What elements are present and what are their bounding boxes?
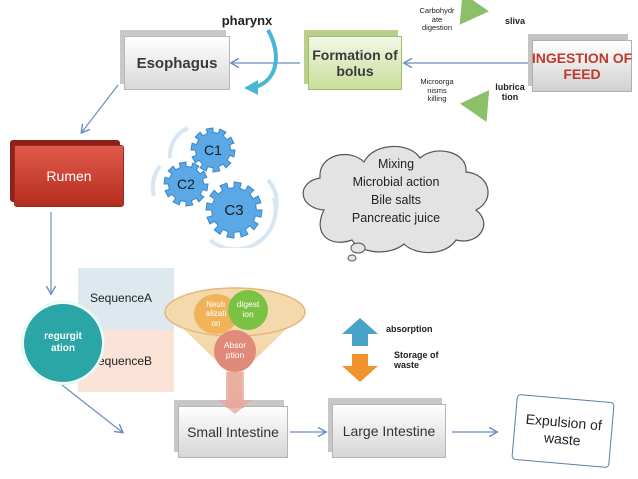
pharynx-label: pharynx	[221, 13, 273, 28]
rumen-label: Rumen	[46, 168, 92, 184]
large-intestine-label: Large Intestine	[342, 423, 436, 439]
cloud-shape	[302, 145, 489, 262]
esophagus-box: Esophagus	[124, 36, 230, 90]
cloud-line-pancreatic: Pancreatic juice	[351, 211, 441, 225]
funnel-circle-digestion: digest ion	[228, 290, 268, 330]
large-intestine-box: Large Intestine	[332, 404, 446, 458]
absorption-label: absorption	[386, 324, 433, 334]
arrow-esophagus-rumen	[82, 84, 119, 132]
storage-down-arrow	[342, 354, 378, 382]
gear-label-1: C1	[204, 142, 222, 158]
small-intestine-label: Small Intestine	[187, 424, 279, 440]
expulsion-box: Expulsion of waste	[511, 393, 615, 469]
gear-label-3: C3	[224, 202, 243, 219]
cloud-line-bile: Bile salts	[370, 193, 422, 207]
green-arrow-top	[459, 0, 489, 25]
sequence-b-label: SequenceB	[90, 354, 153, 368]
absorption-up-arrow	[342, 318, 378, 346]
gear-arc	[167, 126, 189, 159]
lubrication-label: lubrica tion	[495, 82, 525, 103]
gear-3	[205, 181, 263, 239]
carbohydrate-label: Carbohydr ate digestion	[419, 6, 455, 33]
funnel-label-digestion: digest ion	[236, 299, 260, 319]
funnel-label-neutralization: Neutr alizati on	[205, 300, 227, 328]
regurgitation-label: regurgit ation	[44, 331, 82, 354]
gear-arc	[266, 178, 279, 211]
green-arrow-bottom	[460, 90, 490, 122]
ingestion-label: INGESTION OF FEED	[531, 49, 633, 82]
microorganisms-label: Microorga nisms killing	[420, 77, 454, 104]
ingestion-box: INGESTION OF FEED	[532, 40, 632, 92]
storage-label: Storage of waste	[394, 350, 439, 371]
cloud-line-mixing: Mixing	[377, 157, 415, 171]
gear-arc	[150, 164, 162, 197]
sliva-label: sliva	[504, 16, 526, 26]
small-intestine-box: Small Intestine	[178, 406, 288, 458]
gear-arc	[208, 197, 278, 248]
funnel-label-absorption: Absor ption	[223, 340, 247, 360]
gear-label-2: C2	[177, 176, 195, 192]
expulsion-label: Expulsion of waste	[525, 410, 603, 449]
gear-2	[163, 161, 209, 207]
pharynx-curve-arrow	[251, 29, 278, 90]
regurgitation-circle: regurgit ation	[22, 302, 104, 384]
updown-arrows	[342, 318, 378, 382]
arrow-regurgitation-small	[61, 384, 122, 432]
funnel-circle-absorption: Absor ption	[214, 330, 256, 372]
cloud-text: Mixing Microbial action Bile salts Pancr…	[326, 155, 466, 227]
bolus-label: Formation of bolus	[312, 46, 398, 79]
cloud-line-microbial: Microbial action	[352, 175, 440, 189]
sequence-a-label: SequenceA	[90, 291, 153, 305]
rumen-box: Rumen	[14, 145, 124, 207]
gear-1	[190, 127, 236, 173]
esophagus-label: Esophagus	[136, 54, 218, 72]
bolus-box: Formation of bolus	[308, 36, 402, 90]
